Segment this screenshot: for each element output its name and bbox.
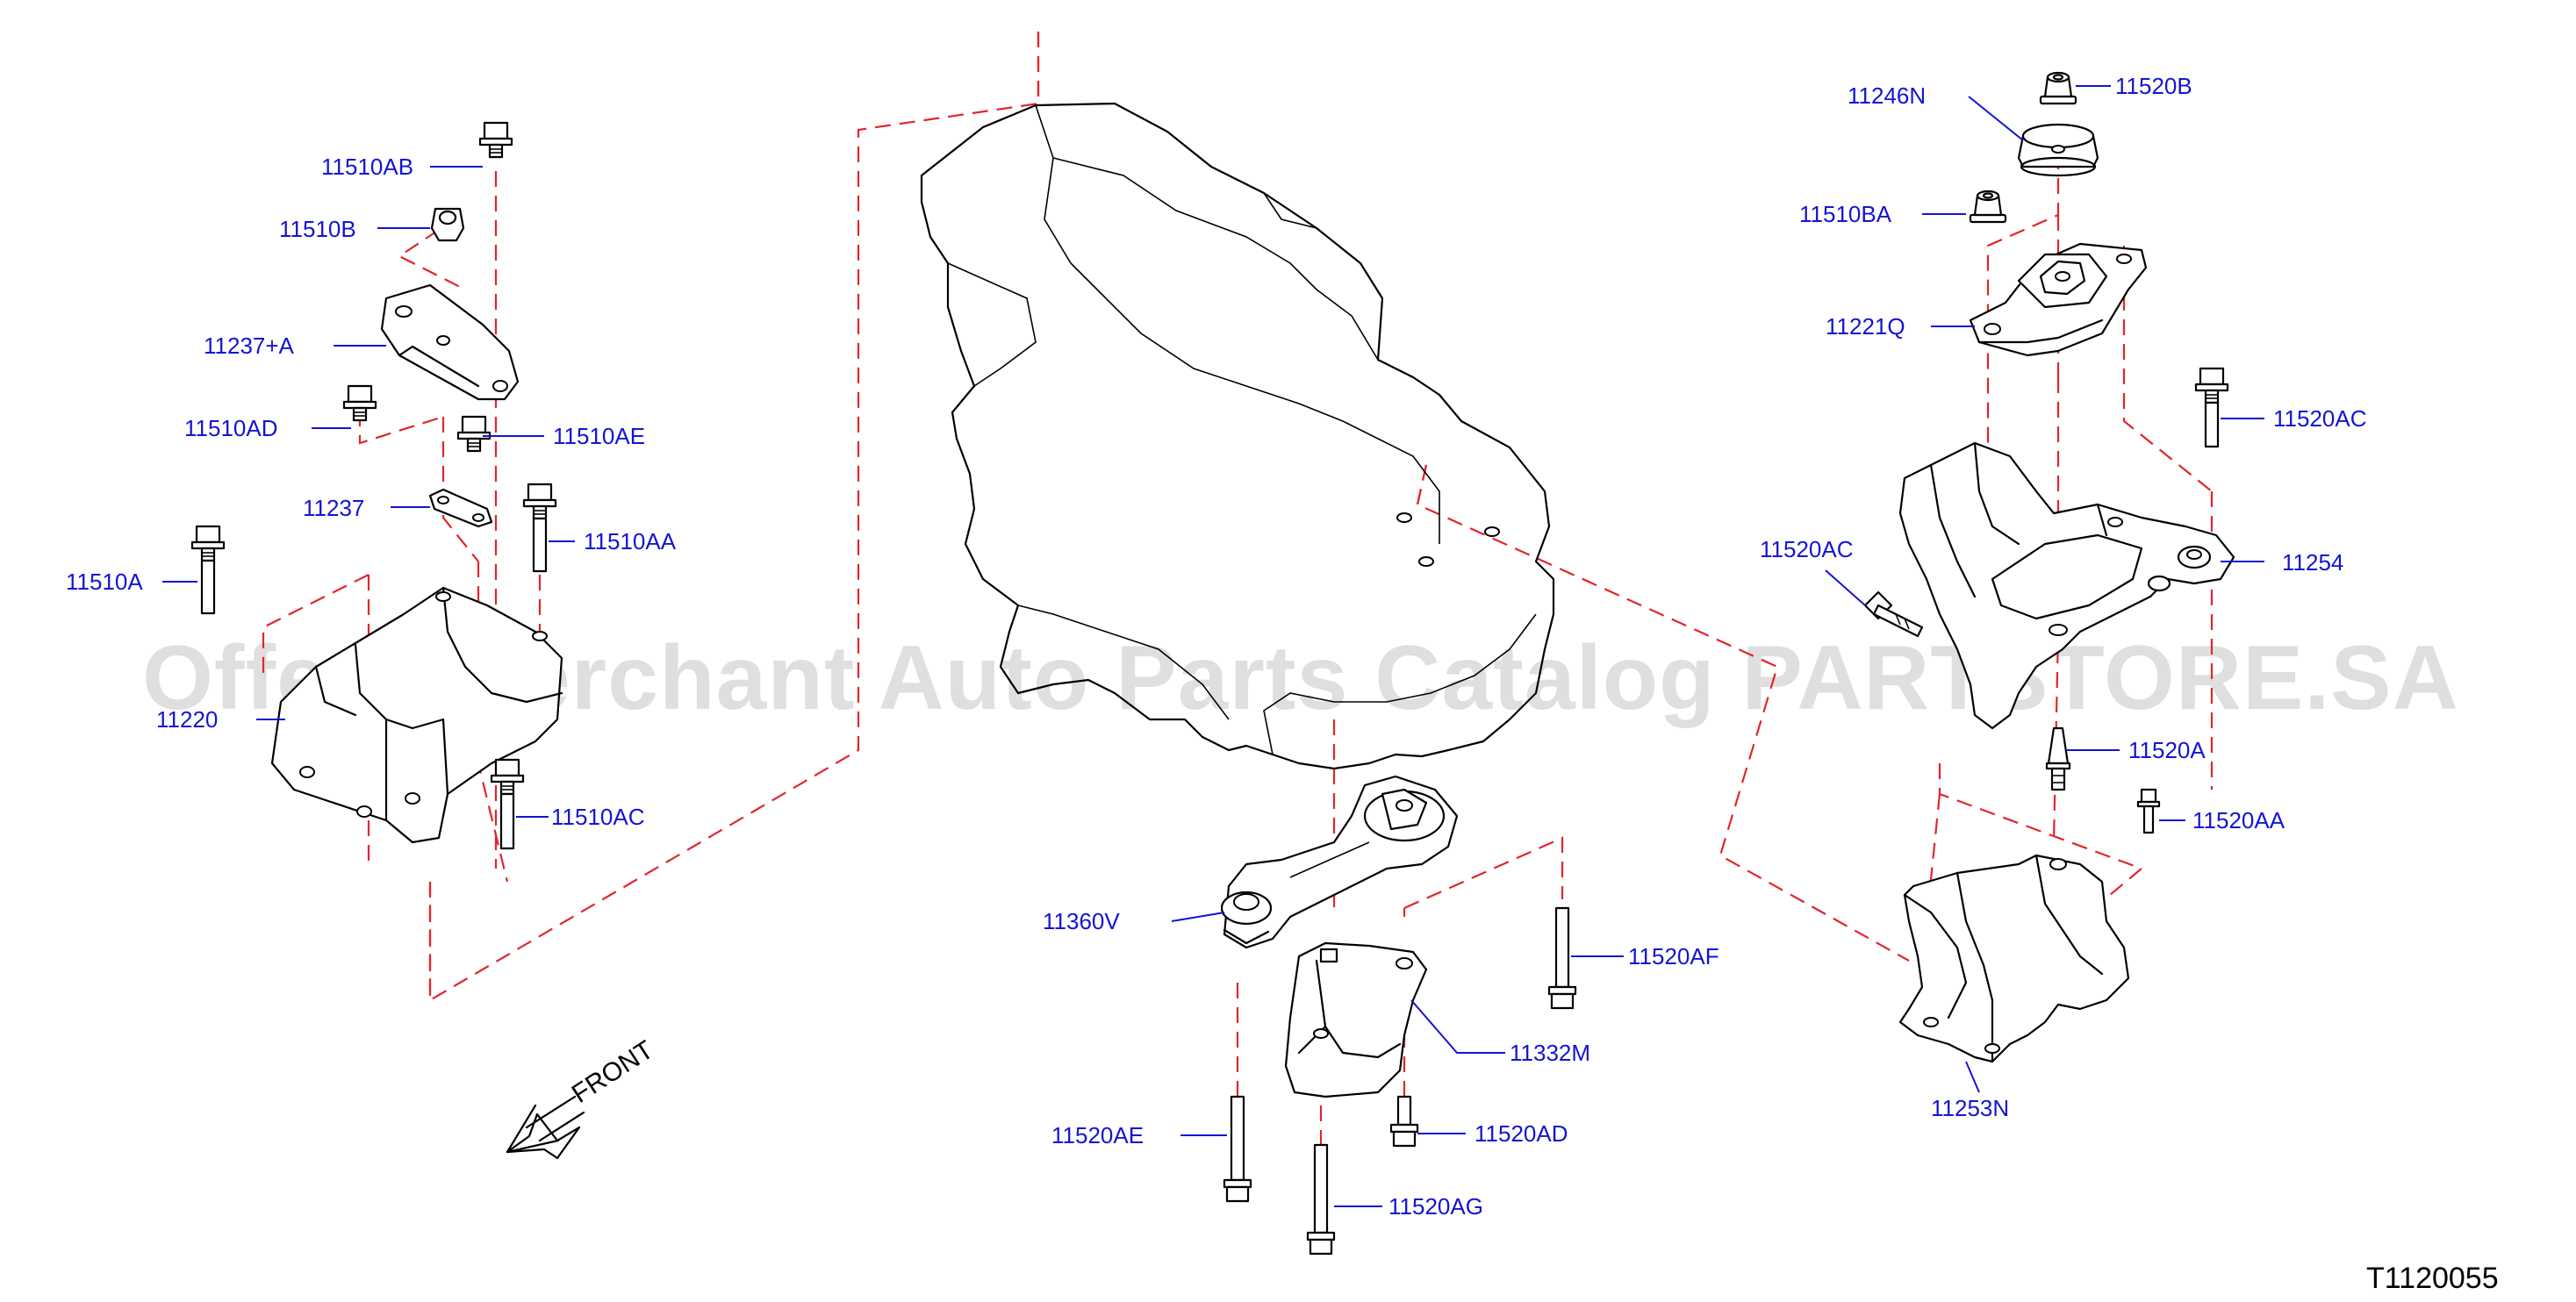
label-11510AD: 11510AD — [184, 415, 278, 441]
label-11332M: 11332M — [1510, 1040, 1590, 1066]
label-11520AE: 11520AE — [1051, 1122, 1144, 1148]
label-11510AE: 11510AE — [553, 423, 645, 449]
label-11237A: 11237+A — [204, 333, 295, 359]
nut-11510B — [430, 207, 465, 242]
label-11510BA: 11510BA — [1799, 201, 1892, 227]
bolt-11510AA — [522, 483, 557, 573]
torque-rod-11360V — [1220, 775, 1459, 949]
bolt-11520AA — [2136, 788, 2161, 834]
label-11220: 11220 — [156, 706, 218, 733]
label-11237: 11237 — [303, 495, 364, 521]
mount-11221Q — [1969, 242, 2148, 357]
label-11520B: 11520B — [2115, 73, 2192, 99]
bolt-11510AE — [456, 415, 492, 453]
nut-11520B — [2039, 71, 2077, 105]
bolt-11510AB — [478, 121, 513, 159]
bolt-11510A — [190, 525, 226, 615]
label-11253N: 11253N — [1931, 1095, 2009, 1121]
label-11510AA: 11510AA — [584, 528, 677, 554]
label-11520AG: 11520AG — [1388, 1193, 1483, 1220]
label-11246N: 11246N — [1848, 82, 1926, 109]
label-11510A: 11510A — [66, 569, 143, 595]
label-11254: 11254 — [2282, 549, 2343, 576]
bolt-11520AC-side — [1863, 590, 1924, 638]
bracket-11237A — [380, 283, 520, 401]
label-11520AC-side: 11520AC — [1760, 536, 1854, 562]
label-11221Q: 11221Q — [1826, 313, 1905, 340]
mount-11220 — [270, 586, 563, 844]
bolt-11520AC-upper — [2194, 367, 2229, 448]
bolt-11520AF — [1547, 906, 1577, 1010]
bracket-11332M — [1284, 941, 1428, 1098]
bracket-11253N — [1898, 854, 2130, 1063]
label-11520AF: 11520AF — [1628, 943, 1719, 969]
bolt-11510AD — [342, 384, 377, 422]
plate-11237 — [428, 488, 493, 528]
front-label: FRONT — [567, 1035, 659, 1109]
nut-11510BA — [1969, 190, 2007, 224]
bolt-11520AE — [1223, 1095, 1252, 1203]
label-11510AB: 11510AB — [321, 154, 413, 180]
label-11520A: 11520A — [2128, 737, 2206, 763]
bolt-11510AC — [490, 758, 525, 850]
stud-11520A — [2045, 726, 2071, 791]
diagram-code: T1120055 — [2366, 1262, 2499, 1295]
part-labels: 11510AB 11510B 11237+A 11510AD 11510AE 1… — [66, 73, 2367, 1220]
front-arrow-icon — [506, 1095, 585, 1160]
engine-outline — [920, 102, 1555, 770]
dashed-guides — [262, 32, 2214, 1149]
bolt-11520AD — [1389, 1095, 1419, 1148]
bracket-11254 — [1898, 441, 2235, 730]
insulator-11246N — [2017, 123, 2099, 177]
label-11520AA: 11520AA — [2192, 807, 2285, 833]
bolt-11520AG — [1306, 1143, 1336, 1256]
label-11520AD: 11520AD — [1475, 1120, 1568, 1147]
label-11520AC-upper: 11520AC — [2273, 405, 2367, 432]
label-11510B: 11510B — [279, 216, 356, 242]
label-11510AC: 11510AC — [551, 804, 645, 830]
label-11360V: 11360V — [1043, 908, 1120, 934]
leader-lines — [162, 85, 2264, 1207]
